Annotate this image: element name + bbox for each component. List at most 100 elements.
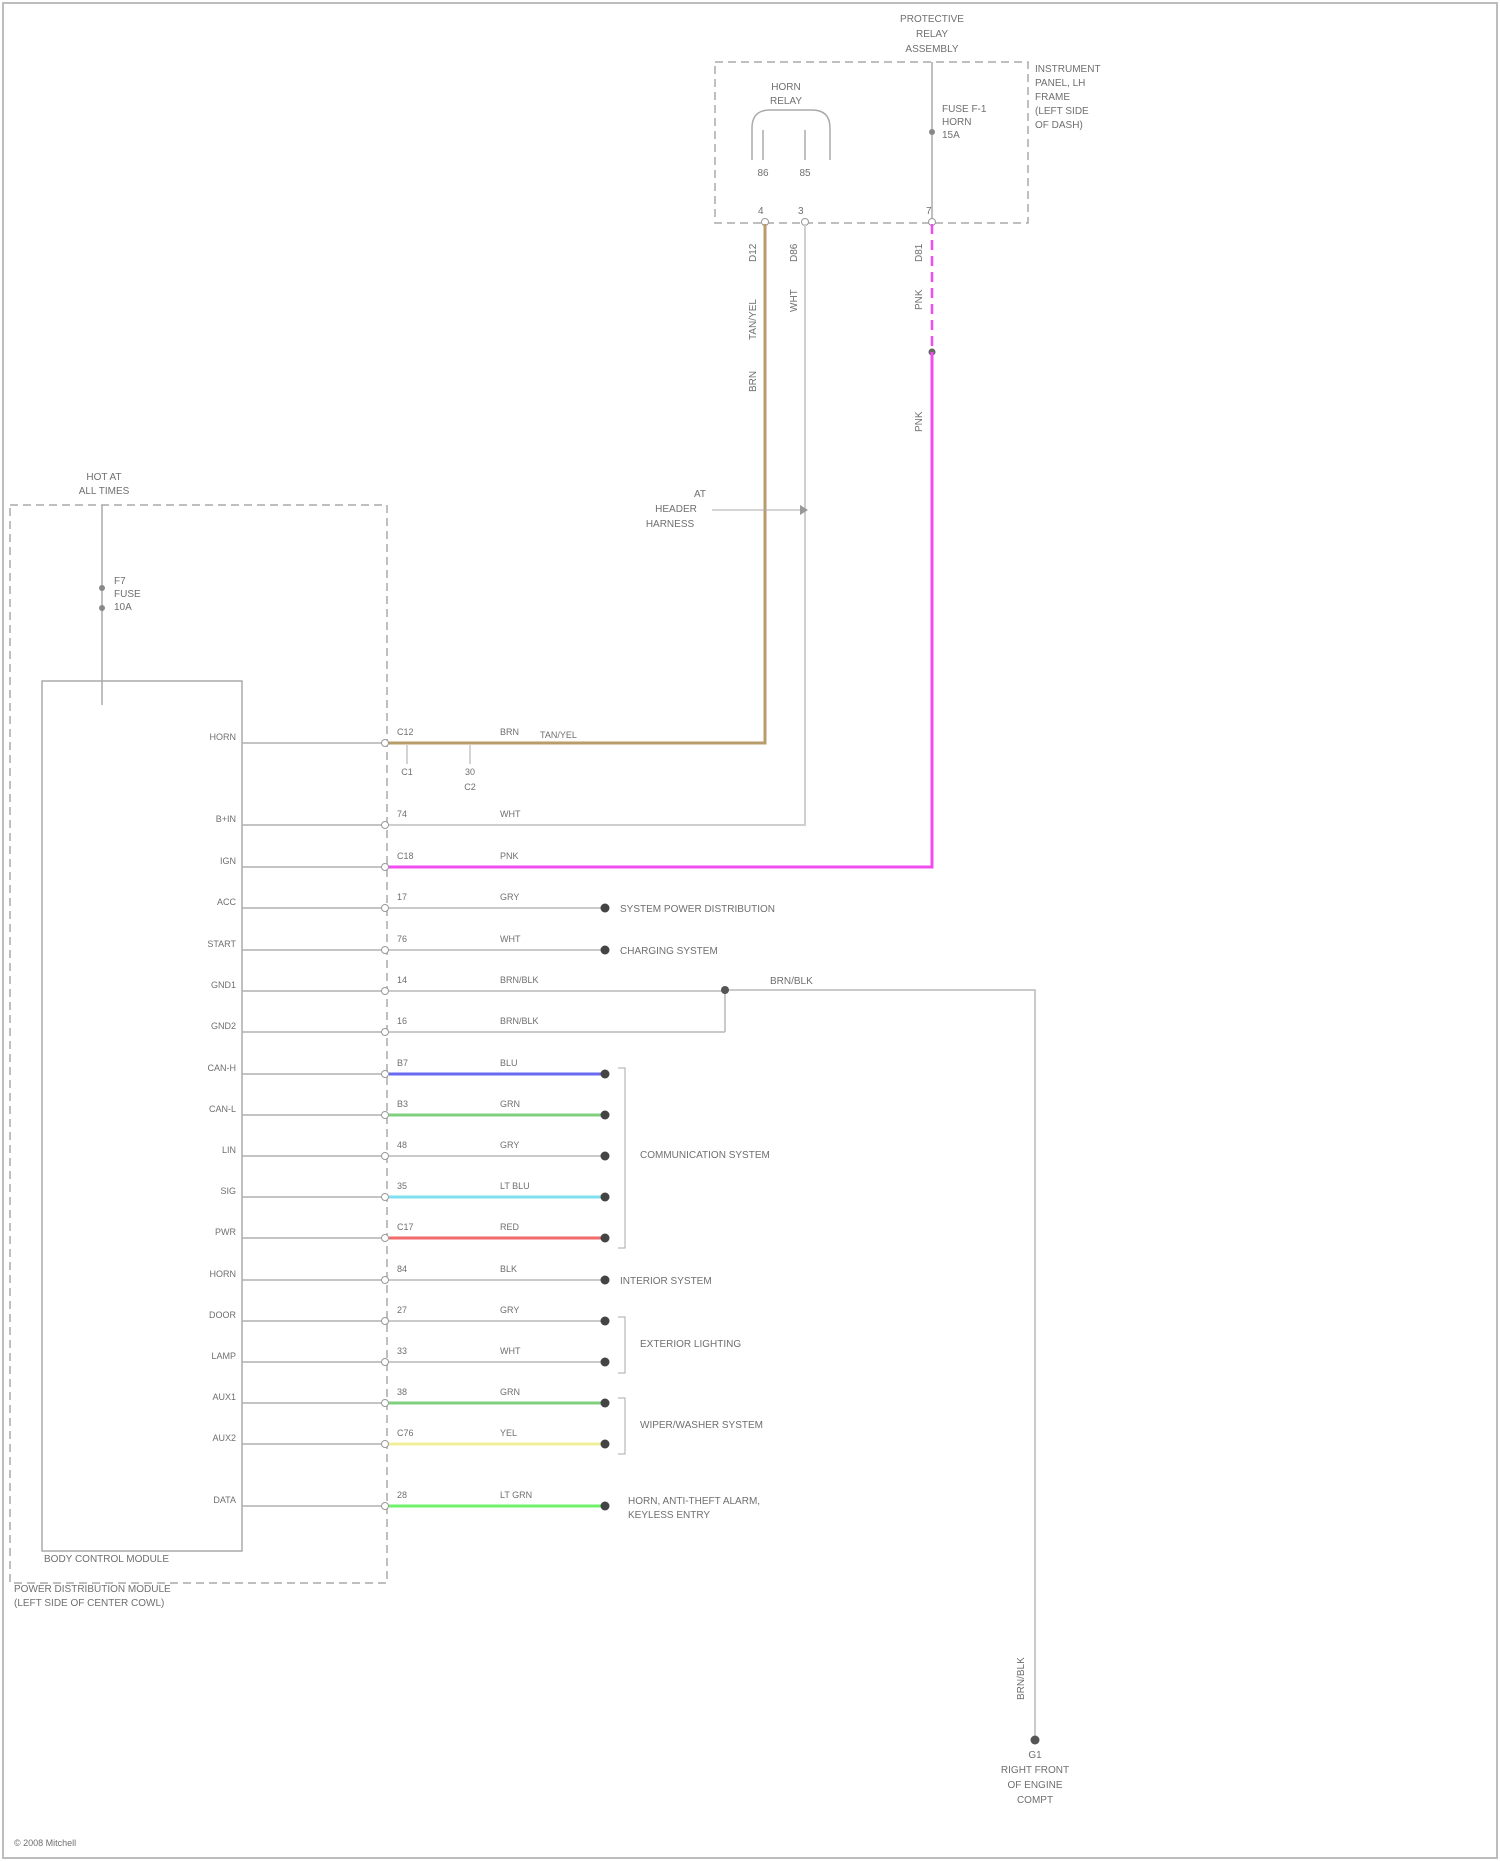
cavity-label-10: 35 xyxy=(397,1181,407,1191)
wire-end-dot-13 xyxy=(601,1317,610,1326)
group-label-communication: COMMUNICATION SYSTEM xyxy=(640,1150,770,1161)
wire-color-label-4: WHT xyxy=(500,934,521,944)
connector-terminal-14 xyxy=(382,1359,389,1366)
relay-side-label-5: OF DASH) xyxy=(1035,120,1083,131)
module-pin-label-10: SIG xyxy=(220,1186,236,1196)
connector-terminal-15 xyxy=(382,1400,389,1407)
fuse-f1-label-3: 15A xyxy=(942,130,960,141)
wire-end-dot-17 xyxy=(601,1502,610,1511)
wire-color-label-2: PNK xyxy=(500,851,519,861)
module-pin-label-1: B+IN xyxy=(216,814,236,824)
wire-color-label-13: GRY xyxy=(500,1305,519,1315)
wire-end-dot-10 xyxy=(601,1193,610,1202)
wire-label-tan-yel: TAN/YEL xyxy=(748,299,759,340)
connector-terminal-6 xyxy=(382,1029,389,1036)
wire-end-dot-3 xyxy=(601,904,610,913)
wire-color-label-11: RED xyxy=(500,1222,520,1232)
ground-splice-dot xyxy=(721,986,729,994)
module-title-1: HOT AT xyxy=(86,472,121,483)
wire-color-label-5: BRN/BLK xyxy=(500,975,539,985)
module-rows: HORNC12BRNTAN/YELB+IN74WHTIGNC18PNKACC17… xyxy=(207,727,775,1511)
relay-pin-85: 85 xyxy=(799,168,811,179)
connector-terminal-4 xyxy=(382,947,389,954)
relay-pin-86: 86 xyxy=(757,168,769,179)
cavity-label-1: 74 xyxy=(397,809,407,819)
module-pin-label-3: ACC xyxy=(217,897,237,907)
cavity-label-14: 33 xyxy=(397,1346,407,1356)
module-pin-label-13: DOOR xyxy=(209,1310,237,1320)
power-module: HOT AT ALL TIMES F7 FUSE 10A BODY CONTRO… xyxy=(10,472,1035,1738)
wire-color-label-12: BLK xyxy=(500,1264,517,1274)
wire-end-dot-16 xyxy=(601,1440,610,1449)
cavity-label-7: B7 xyxy=(397,1058,408,1068)
module-pin-label-6: GND2 xyxy=(211,1021,236,1031)
outer-box-label-1: POWER DISTRIBUTION MODULE xyxy=(14,1584,171,1595)
wire-end-dot-12 xyxy=(601,1276,610,1285)
cavity-label-11: C17 xyxy=(397,1222,414,1232)
connector-label-c2: C2 xyxy=(464,782,476,792)
module-pin-label-5: GND1 xyxy=(211,980,236,990)
connector-terminal-0 xyxy=(382,740,389,747)
wire-end-dot-15 xyxy=(601,1399,610,1408)
wire-label-brn: BRN xyxy=(748,371,759,392)
relay-side-label-1: INSTRUMENT xyxy=(1035,64,1101,75)
fuse-f1-dot xyxy=(929,129,935,135)
cavity-label-3: 17 xyxy=(397,892,407,902)
power-distribution-box xyxy=(10,505,387,1583)
wire-ground xyxy=(725,990,1035,1738)
fuse-f7-label-2: FUSE xyxy=(114,589,141,600)
header-harness-label-3: HARNESS xyxy=(646,519,695,530)
fuse-f1-label-1: FUSE F-1 xyxy=(942,104,987,115)
wire-color-label-8: GRN xyxy=(500,1099,520,1109)
ground-wire-label: BRN/BLK xyxy=(770,976,813,987)
ground-g1: G1 RIGHT FRONT OF ENGINE COMPT xyxy=(1001,1736,1069,1807)
group-label-wipers: WIPER/WASHER SYSTEM xyxy=(640,1420,763,1431)
connector-terminal-8 xyxy=(382,1112,389,1119)
copyright-text: © 2008 Mitchell xyxy=(14,1838,76,1848)
module-pin-label-11: PWR xyxy=(215,1227,236,1237)
relay-assembly-title-2: RELAY xyxy=(916,29,948,40)
wire-color-label-15: GRN xyxy=(500,1387,520,1397)
connector-terminal-16 xyxy=(382,1441,389,1448)
outer-box-label-2: (LEFT SIDE OF CENTER COWL) xyxy=(14,1598,164,1609)
relay-assembly-title-1: PROTECTIVE xyxy=(900,14,964,25)
cavity-label-17: 28 xyxy=(397,1490,407,1500)
connector-terminal-12 xyxy=(382,1277,389,1284)
protective-relay-assembly: PROTECTIVE RELAY ASSEMBLY INSTRUMENT PAN… xyxy=(715,14,1101,226)
wire-end-dot-7 xyxy=(601,1070,610,1079)
header-harness-label-2: HEADER xyxy=(655,504,697,515)
wire-label-pnk-2: PNK xyxy=(914,411,925,432)
wire-tan-yel xyxy=(385,224,765,743)
cavity-label-4: 76 xyxy=(397,934,407,944)
wire-end-dot-14 xyxy=(601,1358,610,1367)
header-harness-label-1: AT xyxy=(694,489,706,500)
module-pin-label-7: CAN-H xyxy=(208,1063,237,1073)
relay-box-pin-4: 4 xyxy=(758,206,764,217)
horn-relay-label-1: HORN xyxy=(771,82,800,93)
wire-color-label-secondary-0: TAN/YEL xyxy=(540,730,577,740)
relay-box-pin-7: 7 xyxy=(926,206,932,217)
bracket-wipers xyxy=(618,1398,625,1454)
wire-color-label-16: YEL xyxy=(500,1428,517,1438)
group-label-lighting: EXTERIOR LIGHTING xyxy=(640,1339,741,1350)
module-pin-label-0: HORN xyxy=(210,732,237,742)
module-pin-label-12: HORN xyxy=(210,1269,237,1279)
cavity-label-2: C18 xyxy=(397,851,414,861)
wire-color-label-17: LT GRN xyxy=(500,1490,532,1500)
group-label-horn-theft-1: HORN, ANTI-THEFT ALARM, xyxy=(628,1496,760,1507)
cavity-label-6: 16 xyxy=(397,1016,407,1026)
ground-label-2: RIGHT FRONT xyxy=(1001,1765,1069,1776)
page-border xyxy=(3,3,1497,1858)
ground-label-4: COMPT xyxy=(1017,1795,1053,1806)
cavity-label-12: 84 xyxy=(397,1264,407,1274)
body-control-module-box xyxy=(42,681,242,1551)
destination-label-4: CHARGING SYSTEM xyxy=(620,946,718,957)
cavity-label-9: 48 xyxy=(397,1140,407,1150)
bracket-lighting xyxy=(618,1317,625,1373)
cavity-label-13: 27 xyxy=(397,1305,407,1315)
connector-terminal-9 xyxy=(382,1153,389,1160)
connector-terminal-17 xyxy=(382,1503,389,1510)
wire-label-wht: WHT xyxy=(789,289,800,312)
group-label-horn-theft-2: KEYLESS ENTRY xyxy=(628,1510,710,1521)
